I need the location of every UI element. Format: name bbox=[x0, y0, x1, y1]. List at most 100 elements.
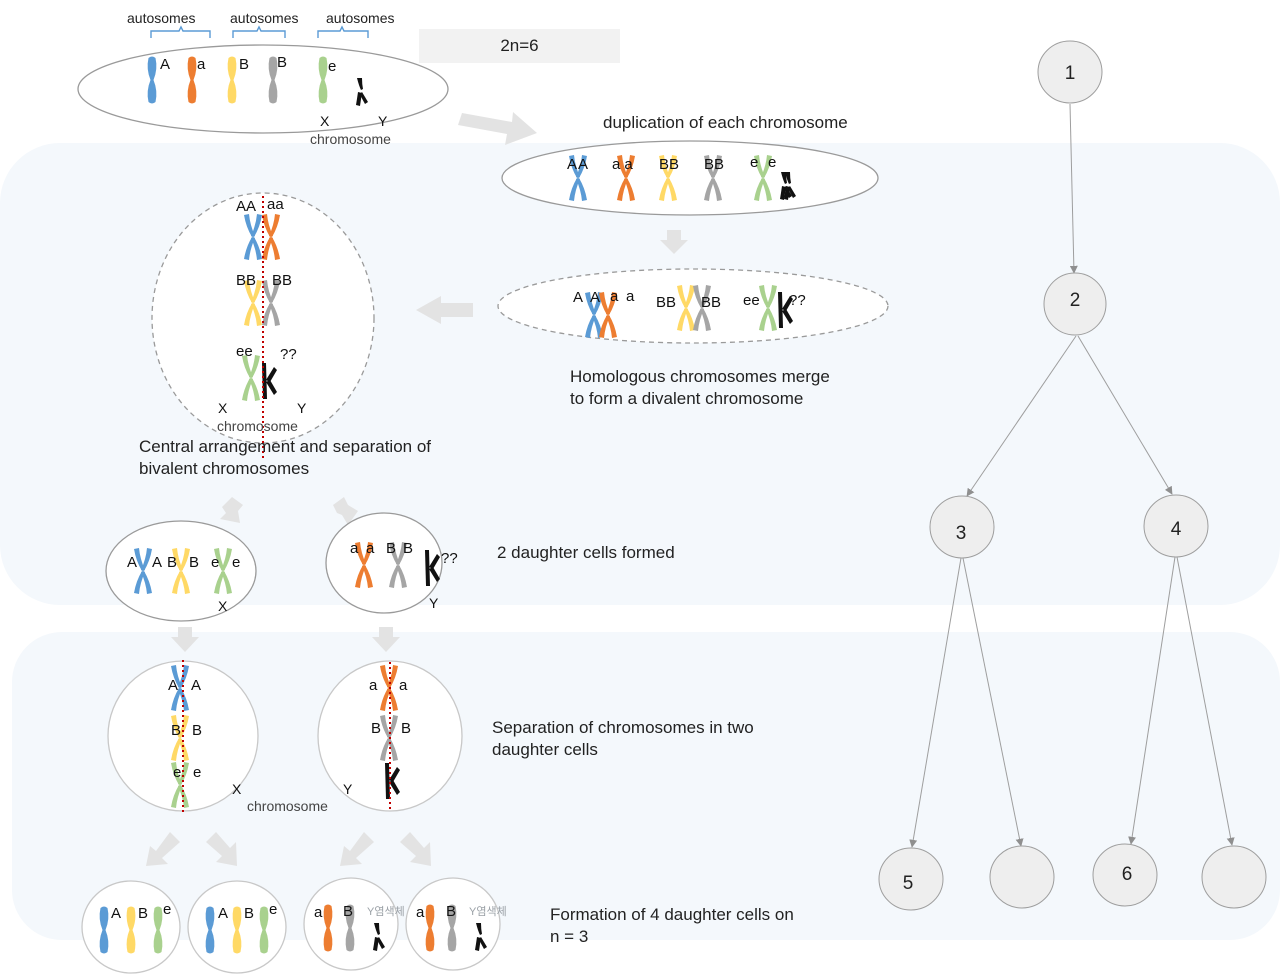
final4-gene-B: B bbox=[446, 903, 457, 920]
dup-gene-aa: aa bbox=[612, 156, 637, 173]
dup-gene-e-1: e bbox=[750, 154, 759, 171]
final1-gene-A: A bbox=[111, 905, 122, 922]
biv-gene-A-2: A bbox=[590, 289, 601, 306]
arrow-left-daughter-down bbox=[171, 627, 199, 652]
daughter-right-gene-a-2: a bbox=[366, 540, 375, 557]
cell-bivalent bbox=[497, 268, 889, 344]
gene-A: A bbox=[160, 56, 171, 73]
ploidy-label: 2n=6 bbox=[500, 36, 539, 55]
ploidy-box bbox=[419, 29, 620, 63]
final3-gene-a: a bbox=[314, 904, 323, 921]
sep-left-gene-e-2: e bbox=[193, 764, 202, 781]
meta-gene-ee: ee bbox=[236, 343, 253, 360]
sep-right-gene-B-2: B bbox=[401, 720, 412, 737]
top-y-label: Y bbox=[378, 113, 388, 129]
meta-gene-AA: AA bbox=[236, 198, 257, 215]
cell-diploid bbox=[77, 44, 449, 134]
daughter-right-gene-B-1: B bbox=[386, 540, 397, 557]
daughter-right-gene-a-1: a bbox=[350, 540, 359, 557]
tree-edges bbox=[909, 103, 1235, 848]
tree-node-5-label: 5 bbox=[903, 873, 914, 894]
tree-node-6-label: 6 bbox=[1122, 864, 1133, 885]
tree-node-6b bbox=[1201, 845, 1267, 909]
meta-y-label: Y bbox=[297, 400, 307, 416]
sep-caption-line-2: daughter cells bbox=[492, 740, 598, 759]
tree-node-1-label: 1 bbox=[1065, 63, 1076, 84]
arrow-top-to-dup bbox=[458, 112, 537, 145]
edge-4-6b bbox=[1176, 556, 1235, 846]
meta-caption-line-2: bivalent chromosomes bbox=[139, 459, 310, 478]
cell-duplication bbox=[501, 140, 879, 216]
top-chromosome-label: chromosome bbox=[310, 131, 391, 147]
autosome-label-1: autosomes bbox=[127, 10, 196, 26]
edge-3-5 bbox=[909, 557, 962, 848]
autosome-label-2: autosomes bbox=[230, 10, 299, 26]
arrow-dup-to-biv bbox=[660, 230, 688, 254]
daughter-left-x-label: X bbox=[218, 598, 228, 614]
final2-gene-A: A bbox=[218, 905, 229, 922]
dup-gene-BB-2: BB bbox=[704, 156, 725, 173]
tree-node-3 bbox=[929, 495, 995, 559]
daughters-caption: 2 daughter cells formed bbox=[497, 543, 675, 562]
sep-caption-line-1: Separation of chromosomes in two bbox=[492, 718, 754, 737]
meta-x-label: X bbox=[218, 400, 228, 416]
sep-right-gene-B-1: B bbox=[371, 720, 382, 737]
meta-gene-BB-1: BB bbox=[236, 272, 257, 289]
gene-a: a bbox=[197, 56, 206, 73]
tree-node-2-label: 2 bbox=[1070, 290, 1081, 311]
dup-title: duplication of each chromosome bbox=[603, 113, 848, 132]
tree-node-3-label: 3 bbox=[956, 523, 967, 544]
meta-gene-BB-2: BB bbox=[272, 272, 293, 289]
arrow-meta-to-left-daughter bbox=[220, 497, 243, 523]
arrow-final-3 bbox=[340, 832, 374, 866]
daughter-left-gene-e-1: e bbox=[211, 554, 220, 571]
arrow-meta-to-right-daughter bbox=[333, 497, 358, 525]
meta-gene-aa: aa bbox=[267, 196, 284, 213]
biv-gene-A-1: A bbox=[573, 289, 584, 306]
gene-e: e bbox=[328, 58, 337, 75]
edge-4-6 bbox=[1128, 556, 1176, 845]
biv-gene-a-2: a bbox=[626, 288, 635, 305]
autosome-label-3: autosomes bbox=[326, 10, 395, 26]
biv-caption-line-2: to form a divalent chromosome bbox=[570, 389, 804, 408]
edge-3-5b bbox=[962, 557, 1024, 847]
daughter-right-gene-qq: ?? bbox=[441, 550, 458, 567]
tree-node-4-label: 4 bbox=[1171, 519, 1182, 540]
dup-gene-AA: AA bbox=[567, 156, 590, 173]
tree-node-5b bbox=[989, 845, 1055, 909]
biv-gene-BB-2: BB bbox=[701, 294, 722, 311]
tree-nodes bbox=[878, 40, 1267, 911]
tree-node-1 bbox=[1037, 40, 1103, 104]
tree-node-5 bbox=[878, 847, 944, 911]
sep-left-gene-A-1: A bbox=[168, 677, 179, 694]
final-caption-line-2: n = 3 bbox=[550, 927, 589, 946]
arrow-right-daughter-down bbox=[372, 627, 400, 652]
final-caption-line-1: Formation of 4 daughter cells on bbox=[550, 905, 794, 924]
tree-node-labels: 1 2 3 4 5 6 bbox=[903, 63, 1182, 894]
final1-gene-e: e bbox=[163, 901, 172, 918]
edge-1-2 bbox=[1069, 103, 1078, 274]
sep-left-gene-B-2: B bbox=[192, 722, 203, 739]
brace-3 bbox=[317, 25, 369, 38]
sep-left-gene-A-2: A bbox=[191, 677, 202, 694]
biv-gene-BB-1: BB bbox=[656, 294, 677, 311]
tree-node-2 bbox=[1043, 272, 1107, 336]
sep-right-gene-a-1: a bbox=[369, 677, 378, 694]
daughter-left-gene-B-1: B bbox=[167, 554, 178, 571]
dup-gene-e-2: e bbox=[768, 154, 777, 171]
gene-B: B bbox=[239, 56, 250, 73]
brace-2 bbox=[232, 25, 286, 38]
dup-gene-BB-1: BB bbox=[659, 156, 680, 173]
edge-2-4 bbox=[1077, 335, 1173, 495]
cell-daughter-right bbox=[325, 512, 443, 614]
daughter-left-gene-B-2: B bbox=[189, 554, 200, 571]
sep-left-gene-e-1: e bbox=[173, 764, 182, 781]
edge-2-3 bbox=[966, 335, 1077, 497]
arrow-final-2 bbox=[206, 832, 237, 866]
daughter-left-gene-A-2: A bbox=[152, 554, 163, 571]
meta-gene-qq: ?? bbox=[280, 346, 297, 363]
brace-1 bbox=[150, 25, 211, 38]
biv-gene-ee: ee bbox=[743, 292, 760, 309]
final2-gene-e: e bbox=[269, 901, 278, 918]
final-cells bbox=[81, 877, 501, 974]
